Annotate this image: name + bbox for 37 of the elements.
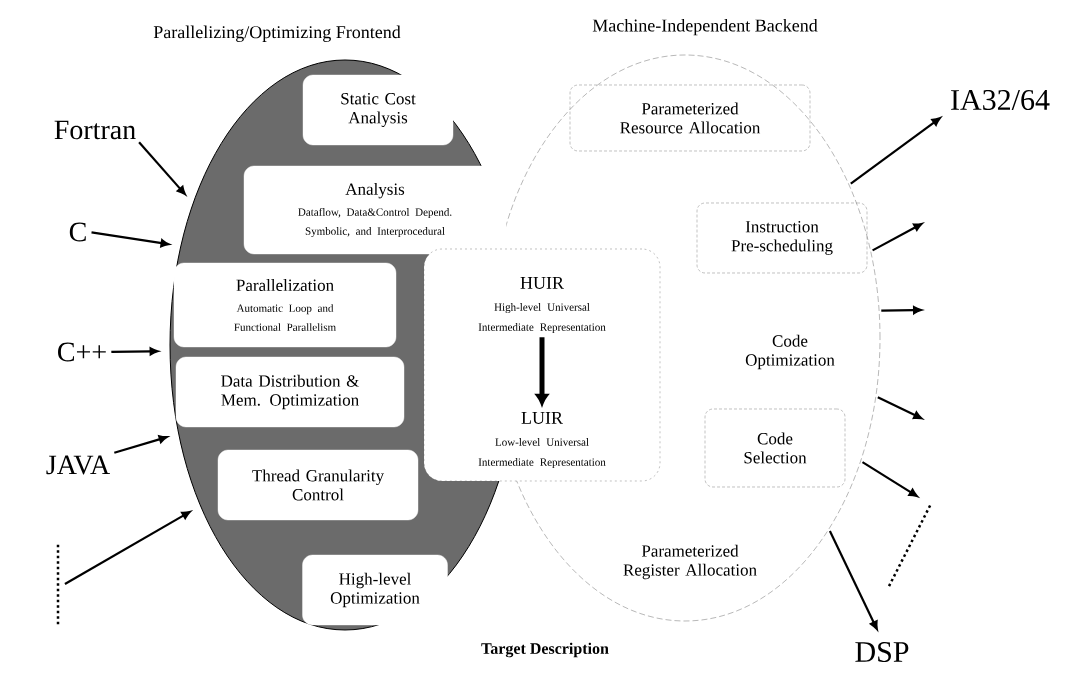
process-box: Parameterized Resource Allocation xyxy=(569,84,811,152)
arrow xyxy=(861,461,918,498)
language-label: C xyxy=(69,222,86,242)
language-label: Fortran xyxy=(54,120,136,140)
arrow xyxy=(877,396,923,420)
process-box: Static Cost Analysis xyxy=(302,74,454,146)
process-box: Data Distribution & Mem. Optimization xyxy=(175,356,405,428)
process-box: Parallelization Automatic Loop and Functional Parallelism xyxy=(173,262,397,348)
arrow xyxy=(113,435,168,454)
language-label: C++ xyxy=(58,342,106,362)
process-box: Thread Granularity Control xyxy=(217,449,419,521)
node-label: Parallelizing/Optimizing Frontend xyxy=(153,25,401,42)
process-label: Parameterized Register Allocation xyxy=(623,544,757,580)
diagonal-ellipsis xyxy=(887,503,933,587)
node-label: Machine-Independent Backend xyxy=(592,18,818,36)
representation-label: LUIR Low-level Universal Intermediate Representation xyxy=(478,411,606,469)
arrow xyxy=(64,510,191,585)
arrow xyxy=(535,337,549,406)
arrow xyxy=(881,306,922,315)
arrow xyxy=(850,117,941,185)
vertical-ellipsis xyxy=(56,544,60,626)
arrow xyxy=(828,530,878,630)
language-label: JAVA xyxy=(46,455,110,475)
arrow xyxy=(138,141,186,196)
process-label: Code Optimization xyxy=(745,334,835,370)
arrow xyxy=(872,222,923,252)
process-box: Analysis Dataflow, Data&Control Depend. Symbolic, and Interprocedural xyxy=(243,165,507,255)
process-box: Instruction Pre-scheduling xyxy=(696,202,868,274)
target-label: DSP xyxy=(855,641,909,663)
target-label: IA32/64 xyxy=(951,89,1050,111)
representation-label: HUIR High-level Universal Intermediate Representation xyxy=(478,276,606,334)
caption-text: Target Description xyxy=(481,642,609,658)
representation-box xyxy=(423,248,661,482)
process-box: Code Selection xyxy=(704,408,846,488)
arrow xyxy=(91,231,170,248)
arrow xyxy=(111,347,159,356)
process-box: High-level Optimization xyxy=(302,554,448,626)
